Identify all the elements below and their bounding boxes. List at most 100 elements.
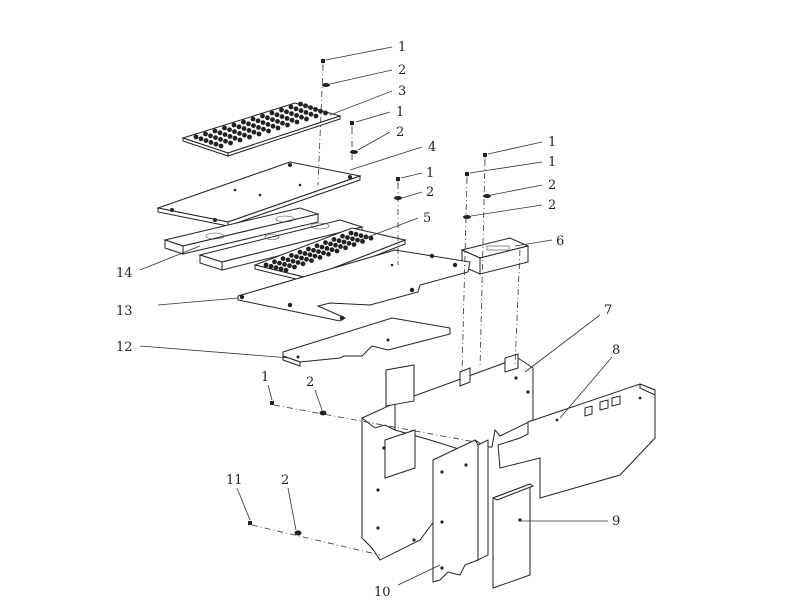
perforation-hole <box>303 110 309 115</box>
callout-12: 12 <box>116 340 133 355</box>
perforation-hole <box>299 114 304 120</box>
spacer-blocks <box>163 207 364 271</box>
perforation-hole <box>213 135 218 141</box>
bracket <box>460 237 530 275</box>
perforation-hole <box>227 127 232 133</box>
perforation-hole <box>277 260 282 266</box>
perforation-hole <box>350 236 355 242</box>
perforation-hole <box>343 245 348 251</box>
perforation-hole <box>294 119 300 125</box>
perforation-hole <box>309 258 314 263</box>
callout-2: 2 <box>306 375 314 390</box>
perforation-hole <box>329 247 335 253</box>
perforation-hole <box>283 267 289 273</box>
center-lines <box>251 64 521 556</box>
perforation-hole <box>237 131 242 136</box>
perforation-hole <box>203 138 209 144</box>
callout-2: 2 <box>548 178 556 193</box>
perforation-hole <box>304 256 309 262</box>
perforation-hole <box>273 265 279 270</box>
perforation-hole <box>317 255 323 260</box>
perforation-hole <box>331 237 337 242</box>
perforation-hole <box>203 131 208 137</box>
callout-11: 11 <box>226 473 243 488</box>
perforation-hole <box>241 119 246 125</box>
perforation-hole <box>193 134 199 140</box>
perforation-hole <box>275 119 280 124</box>
perforation-hole <box>289 117 295 123</box>
callout-5: 5 <box>423 211 431 226</box>
perforation-hole <box>294 113 299 118</box>
perforation-hole <box>336 238 342 244</box>
perforation-hole <box>208 140 214 145</box>
perforation-hole <box>250 116 256 122</box>
perforation-hole <box>280 120 285 126</box>
perforation-hole <box>311 247 316 253</box>
perforation-hole <box>313 107 318 112</box>
perforation-hole <box>227 134 233 139</box>
perforation-hole <box>274 112 280 118</box>
perforation-hole <box>265 115 270 121</box>
perforation-hole <box>284 116 290 121</box>
perforation-hole <box>338 244 343 249</box>
callout-1: 1 <box>548 135 556 150</box>
perforation-hole <box>256 131 262 137</box>
perforation-hole <box>236 124 242 130</box>
perforation-hole <box>298 101 303 107</box>
perforation-hole <box>279 107 284 113</box>
perforation-hole <box>314 243 320 249</box>
callout-8: 8 <box>612 343 620 358</box>
perforation-hole <box>266 128 271 134</box>
perforation-hole <box>237 137 243 143</box>
callout-2: 2 <box>548 198 556 213</box>
perforation-hole <box>265 122 271 127</box>
perforation-hole <box>268 263 274 269</box>
perforation-hole <box>326 251 331 257</box>
callout-1: 1 <box>396 105 404 120</box>
callout-1: 1 <box>261 370 269 385</box>
long-side-plate <box>497 383 656 499</box>
perforation-hole <box>289 253 294 258</box>
callout-9: 9 <box>612 514 620 529</box>
perforation-hole <box>293 106 299 112</box>
perforation-hole <box>289 111 294 116</box>
perforated-plate-top <box>181 101 342 157</box>
cover-plate <box>156 161 362 227</box>
callout-14: 14 <box>116 266 133 281</box>
callout-labels: 1 2 3 1 2 4 1 2 1 1 2 2 5 6 14 13 12 7 8… <box>116 40 620 600</box>
perforation-hole <box>308 111 314 117</box>
filler-block <box>491 483 535 589</box>
perforation-hole <box>260 120 266 125</box>
perforation-hole <box>298 108 304 113</box>
callout-6: 6 <box>556 234 564 249</box>
perforation-hole <box>353 231 359 237</box>
perforation-hole <box>307 252 313 258</box>
perforation-hole <box>288 104 294 110</box>
perforation-hole <box>345 235 350 240</box>
perforation-hole <box>297 249 303 255</box>
callout-10: 10 <box>374 585 391 600</box>
perforation-hole <box>308 105 313 110</box>
leader-lines <box>139 46 613 586</box>
perforation-hole <box>285 122 290 128</box>
perforation-hole <box>275 125 281 131</box>
perforation-hole <box>280 256 286 261</box>
perforation-hole <box>208 133 213 139</box>
perforation-hole <box>217 130 223 136</box>
perforation-hole <box>287 263 292 269</box>
perforation-hole <box>303 103 308 109</box>
perforation-hole <box>279 114 285 119</box>
perforation-hole <box>316 249 321 255</box>
perforation-hole <box>212 128 218 134</box>
lower-plate <box>282 317 451 367</box>
perforation-hole <box>351 242 357 248</box>
perforation-hole <box>295 260 301 265</box>
perforation-hole <box>328 241 333 247</box>
callout-7: 7 <box>604 303 612 318</box>
perforation-hole <box>231 122 237 128</box>
perforation-hole <box>246 121 251 127</box>
perforation-hole <box>355 237 360 243</box>
perforation-hole <box>358 233 364 239</box>
perforation-hole <box>313 113 319 119</box>
